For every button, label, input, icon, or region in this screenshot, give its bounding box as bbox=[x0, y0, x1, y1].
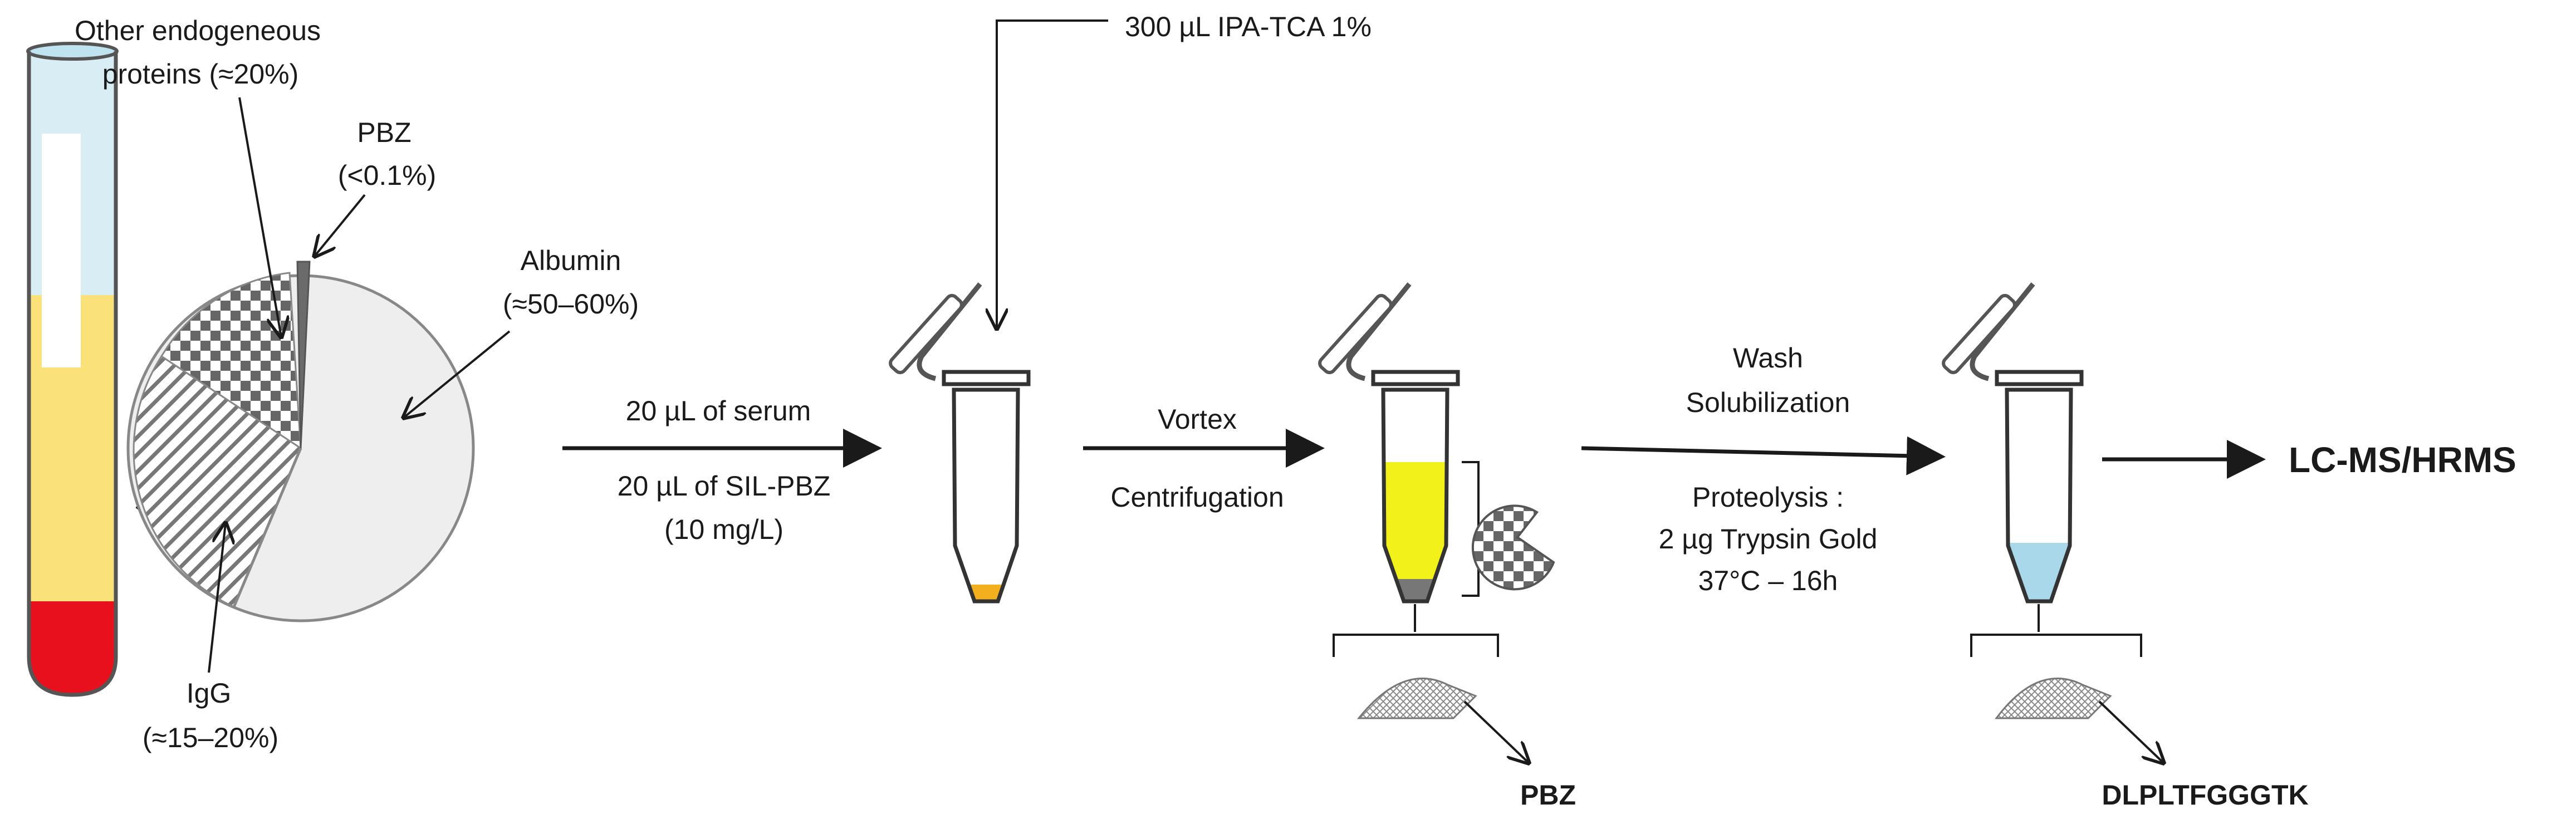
serum-protein-pie bbox=[126, 261, 475, 622]
step3-proteolysis-label: Proteolysis : bbox=[1692, 482, 1844, 513]
label-pbz-2: (<0.1%) bbox=[338, 160, 436, 191]
blood-clot-layer bbox=[29, 601, 116, 695]
pellet-protein-icon bbox=[1356, 678, 1477, 719]
final-analysis-label: LC-MS/HRMS bbox=[2289, 440, 2516, 480]
step1-serum-label: 20 µL of serum bbox=[626, 395, 811, 426]
microtube-digest bbox=[1942, 282, 2084, 604]
tube-glare bbox=[42, 134, 81, 367]
peptide-label: DLPLTFGGGTK bbox=[2102, 779, 2308, 811]
step3-trypsin-label: 2 µg Trypsin Gold bbox=[1659, 523, 1878, 555]
supernatant-fill bbox=[1383, 462, 1447, 596]
step2-vortex-label: Vortex bbox=[1158, 404, 1237, 435]
reagent-label: 300 µL IPA-TCA 1% bbox=[1125, 11, 1372, 42]
blood-tube bbox=[26, 42, 119, 697]
pointer-igg bbox=[208, 523, 226, 673]
step3-conditions-label: 37°C – 16h bbox=[1698, 565, 1838, 596]
pellet-label: PBZ bbox=[1520, 779, 1576, 811]
pellet-bracket bbox=[1333, 634, 1499, 657]
pointer-albumin bbox=[404, 330, 511, 418]
pointer-other-proteins bbox=[238, 97, 281, 337]
peptide-icon bbox=[1994, 678, 2112, 719]
label-igg-2: (≈15–20%) bbox=[143, 722, 278, 753]
pointer-pbz bbox=[315, 194, 366, 256]
digest-bracket bbox=[1970, 634, 2142, 657]
label-other-proteins-1: Other endogeneous bbox=[75, 15, 321, 46]
step1-sil-label-1: 20 µL of SIL-PBZ bbox=[618, 470, 831, 502]
microtube-serum bbox=[889, 282, 1031, 604]
step3-arrow bbox=[1581, 436, 1946, 475]
step1-sil-label-2: (10 mg/L) bbox=[664, 514, 783, 545]
step2-centrifugation-label: Centrifugation bbox=[1110, 482, 1284, 513]
label-albumin-2: (≈50–60%) bbox=[503, 288, 639, 320]
label-igg-1: IgG bbox=[187, 678, 232, 709]
reagent-arrow bbox=[997, 19, 1108, 328]
pbz-slice bbox=[296, 261, 311, 449]
label-other-proteins-2: proteins (≈20%) bbox=[102, 58, 299, 90]
removed-proteins-icon bbox=[1471, 504, 1555, 591]
label-pbz-1: PBZ bbox=[357, 117, 411, 148]
microtube-precipitate bbox=[1318, 282, 1460, 604]
label-albumin-1: Albumin bbox=[521, 245, 621, 276]
step3-wash-label: Wash bbox=[1733, 342, 1803, 374]
other-proteins-slice bbox=[160, 272, 302, 450]
step3-solubilization-label: Solubilization bbox=[1686, 387, 1850, 418]
